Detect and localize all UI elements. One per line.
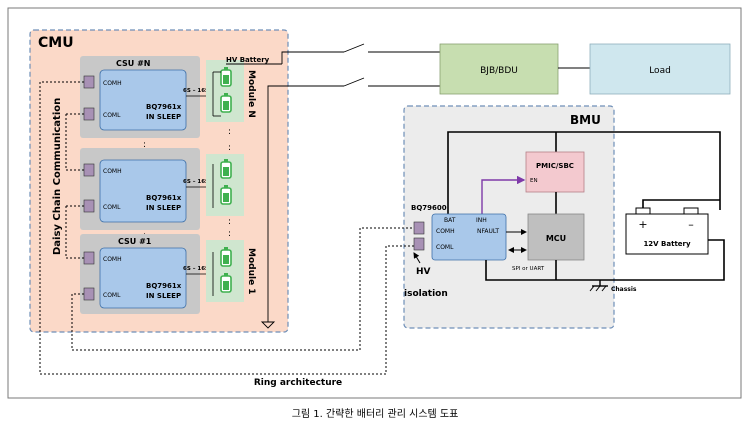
module-mid-cell-1-fill xyxy=(223,167,229,176)
ellipsis-1: : xyxy=(143,140,146,150)
pin-bat: BAT xyxy=(444,217,456,224)
csu-n-chip-name: BQ7961x xyxy=(146,103,182,111)
ring-return-path xyxy=(39,81,414,375)
module-n-cell-1-fill xyxy=(223,75,229,84)
inh-to-en-line xyxy=(481,175,526,216)
module-n-cell-2-fill xyxy=(223,101,229,110)
mcu-label: MCU xyxy=(546,234,566,243)
cmu-title: CMU xyxy=(38,35,74,51)
module-mid-cell-2-cap xyxy=(224,185,228,188)
ellipsis-5: : xyxy=(228,217,231,227)
mcu-box xyxy=(527,213,585,261)
power-rail-top xyxy=(447,131,721,216)
battery-12v-label: 12V Battery xyxy=(643,240,691,248)
battery-plus: + xyxy=(638,218,647,231)
csu-mid-chip-name: BQ7961x xyxy=(146,194,182,202)
bmu-title: BMU xyxy=(570,113,601,127)
csu-1-chip-name: BQ7961x xyxy=(146,282,182,290)
csu-1-coml-label: COML xyxy=(103,292,121,299)
csu-n-chip-state: IN SLEEP xyxy=(146,113,181,121)
bq-comh-connector xyxy=(413,221,425,235)
contactor-1 xyxy=(343,43,365,53)
daisy-chain-links xyxy=(39,81,414,375)
bq-coml-connector xyxy=(413,237,425,251)
pmic-sbc-box xyxy=(525,151,585,193)
csu-mid-chip xyxy=(99,159,187,223)
csu-mid-comh-label: COMH xyxy=(103,168,122,175)
ring-architecture-label: Ring architecture xyxy=(254,378,342,388)
module-n-label: Module N xyxy=(246,70,256,118)
ellipsis-6: : xyxy=(228,229,231,239)
hv-negative-wire xyxy=(267,85,344,322)
module-mid-cell-1-cap xyxy=(224,159,228,162)
hv-isolation-pointer xyxy=(413,252,421,264)
battery-neg-terminal xyxy=(683,207,699,215)
chassis-label: Chassis xyxy=(611,286,637,293)
csu-mid-coml-connector xyxy=(83,199,95,213)
csu-mid-chip-state: IN SLEEP xyxy=(146,204,181,212)
csu-mid-comh-connector xyxy=(83,163,95,177)
hv-isolation-line2: isolation xyxy=(404,289,448,299)
csu-1-cells-label: 6S – 16S xyxy=(183,266,209,272)
csu-n-comh-label: COMH xyxy=(103,80,122,87)
chassis-hatch-1 xyxy=(589,285,595,292)
load-box xyxy=(589,43,731,95)
ground-rail xyxy=(485,260,596,281)
pin-inh: INH xyxy=(476,217,487,224)
csu-1-comh-connector xyxy=(83,251,95,265)
csu-n-coml-label: COML xyxy=(103,112,121,119)
module-mid-cell-2-fill xyxy=(223,193,229,202)
csu-1-chip-state: IN SLEEP xyxy=(146,292,181,300)
ellipsis-3: : xyxy=(228,143,231,153)
battery-negative-wire xyxy=(596,239,725,281)
csu-1-comh-label: COMH xyxy=(103,256,122,263)
daisy-chain-label: Daisy Chain Communication xyxy=(52,98,63,255)
chassis-hatch-2 xyxy=(595,285,601,292)
bq79600-chip xyxy=(431,213,507,261)
csu-mid-coml-label: COML xyxy=(103,204,121,211)
battery-pos-terminal xyxy=(635,207,651,215)
ring-forward-path xyxy=(71,227,414,351)
module-1-cell-2-cap xyxy=(224,273,228,276)
bjb-bdu-box xyxy=(439,43,559,95)
module-1-cell-2-fill xyxy=(223,281,229,290)
load-label: Load xyxy=(649,66,671,76)
module-1-cell-1-cap xyxy=(224,247,228,250)
csu-n-coml-connector xyxy=(83,107,95,121)
module-1-label: Module 1 xyxy=(246,248,256,295)
pin-coml: COML xyxy=(436,244,454,251)
csu-n-comh-connector xyxy=(83,75,95,89)
csu-mid-cells-label: 6S – 16S xyxy=(183,179,209,185)
battery-12v-box xyxy=(625,213,709,255)
hv-positive-wire xyxy=(281,51,344,64)
csu-n-cells-label: 6S – 16S xyxy=(183,88,209,94)
figure-caption: 그림 1. 간략한 배터리 관리 시스템 도표 xyxy=(292,408,459,420)
hv-battery-label: HV Battery xyxy=(226,56,270,64)
hv-isolation-line1: HV xyxy=(416,267,431,277)
csu-n-chip xyxy=(99,69,187,131)
pmic-sbc-label: PMIC/SBC xyxy=(536,162,574,170)
bjb-bdu-label: BJB/BDU xyxy=(480,66,518,76)
module-1-cell-1-fill xyxy=(223,255,229,264)
pmic-en-label: EN xyxy=(530,178,538,184)
csu-1-chip xyxy=(99,247,187,309)
pin-comh: COMH xyxy=(436,228,455,235)
module-n-cell-2-cap xyxy=(224,93,228,96)
bq79600-label: BQ79600 xyxy=(411,204,447,212)
ellipsis-2: : xyxy=(228,127,231,137)
battery-minus: – xyxy=(688,218,694,231)
csu-n-title: CSU #N xyxy=(116,59,150,68)
chassis-hatch-3 xyxy=(601,285,607,292)
pin-nfault: NFAULT xyxy=(477,228,499,235)
spi-label: SPI or UART xyxy=(512,266,545,272)
csu-1-title: CSU #1 xyxy=(118,237,152,246)
hv-ground-icon xyxy=(260,321,276,329)
contactor-2 xyxy=(343,77,365,87)
module-n-cell-1-cap xyxy=(224,67,228,70)
battery-positive-wire xyxy=(642,199,720,208)
csu-1-coml-connector xyxy=(83,287,95,301)
